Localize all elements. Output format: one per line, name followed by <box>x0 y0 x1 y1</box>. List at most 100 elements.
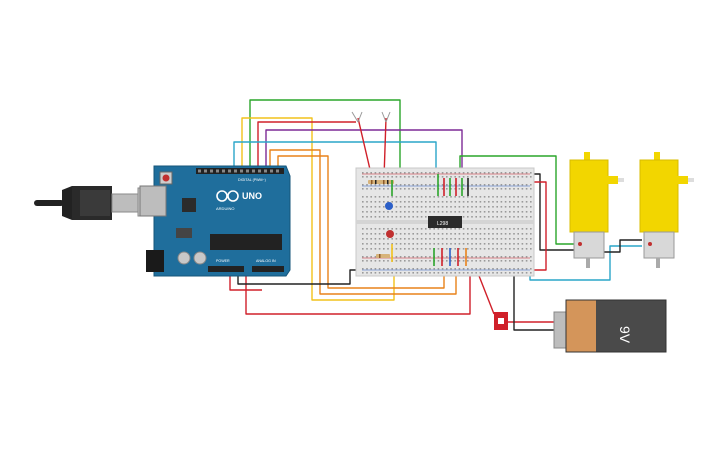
breadboard-hole[interactable] <box>488 248 490 250</box>
breadboard-hole[interactable] <box>420 268 423 270</box>
breadboard-hole[interactable] <box>509 188 511 190</box>
breadboard-hole[interactable] <box>492 201 494 203</box>
breadboard-hole[interactable] <box>412 201 414 203</box>
breadboard-hole[interactable] <box>387 184 389 186</box>
breadboard-hole[interactable] <box>496 272 498 274</box>
breadboard-hole[interactable] <box>374 206 377 208</box>
breadboard-hole[interactable] <box>362 228 364 230</box>
breadboard-hole[interactable] <box>420 272 423 274</box>
breadboard-hole[interactable] <box>509 211 511 213</box>
breadboard-hole[interactable] <box>425 184 427 186</box>
breadboard-hole[interactable] <box>450 233 452 235</box>
breadboard-hole[interactable] <box>383 206 385 208</box>
breadboard-hole[interactable] <box>454 196 456 198</box>
breadboard-hole[interactable] <box>416 176 419 178</box>
breadboard-hole[interactable] <box>433 188 435 190</box>
breadboard-hole[interactable] <box>416 260 419 262</box>
breadboard-hole[interactable] <box>458 238 461 240</box>
breadboard-hole[interactable] <box>496 196 498 198</box>
breadboard-hole[interactable] <box>471 184 473 186</box>
breadboard-hole[interactable] <box>437 172 440 174</box>
breadboard-hole[interactable] <box>500 206 503 208</box>
breadboard-hole[interactable] <box>504 248 507 250</box>
breadboard-hole[interactable] <box>404 243 406 245</box>
breadboard-hole[interactable] <box>509 201 511 203</box>
breadboard-hole[interactable] <box>408 188 410 190</box>
breadboard-hole[interactable] <box>530 184 532 186</box>
breadboard-hole[interactable] <box>525 201 528 203</box>
breadboard-hole[interactable] <box>509 172 511 174</box>
breadboard-hole[interactable] <box>530 238 532 240</box>
breadboard-hole[interactable] <box>383 216 385 218</box>
breadboard-hole[interactable] <box>374 211 377 213</box>
breadboard-hole[interactable] <box>530 176 532 178</box>
breadboard-hole[interactable] <box>416 243 419 245</box>
breadboard-hole[interactable] <box>362 243 364 245</box>
breadboard-hole[interactable] <box>433 233 435 235</box>
breadboard-hole[interactable] <box>370 176 372 178</box>
breadboard-hole[interactable] <box>378 243 381 245</box>
resistor-3[interactable] <box>376 254 390 258</box>
breadboard-hole[interactable] <box>462 256 465 258</box>
breadboard-hole[interactable] <box>462 268 465 270</box>
breadboard-hole[interactable] <box>366 172 368 174</box>
breadboard-hole[interactable] <box>374 184 377 186</box>
breadboard-hole[interactable] <box>521 188 524 190</box>
breadboard-hole[interactable] <box>362 260 364 262</box>
breadboard-hole[interactable] <box>521 176 524 178</box>
breadboard-hole[interactable] <box>525 248 528 250</box>
breadboard-hole[interactable] <box>509 272 511 274</box>
breadboard-hole[interactable] <box>408 238 410 240</box>
breadboard-hole[interactable] <box>521 272 524 274</box>
breadboard-hole[interactable] <box>362 172 364 174</box>
breadboard-hole[interactable] <box>479 243 482 245</box>
breadboard-hole[interactable] <box>517 248 519 250</box>
breadboard-hole[interactable] <box>395 260 398 262</box>
breadboard-hole[interactable] <box>362 272 364 274</box>
breadboard-hole[interactable] <box>462 184 465 186</box>
breadboard-hole[interactable] <box>458 233 461 235</box>
breadboard-hole[interactable] <box>429 260 431 262</box>
breadboard-hole[interactable] <box>496 256 498 258</box>
breadboard-hole[interactable] <box>425 172 427 174</box>
breadboard-hole[interactable] <box>408 216 410 218</box>
breadboard-hole[interactable] <box>462 238 465 240</box>
breadboard-hole[interactable] <box>458 176 461 178</box>
breadboard-hole[interactable] <box>383 268 385 270</box>
breadboard-hole[interactable] <box>454 228 456 230</box>
breadboard-hole[interactable] <box>454 243 456 245</box>
breadboard-hole[interactable] <box>429 238 431 240</box>
breadboard-hole[interactable] <box>420 206 423 208</box>
breadboard-hole[interactable] <box>450 196 452 198</box>
breadboard-hole[interactable] <box>433 228 435 230</box>
breadboard-hole[interactable] <box>521 228 524 230</box>
breadboard-hole[interactable] <box>399 184 402 186</box>
breadboard-hole[interactable] <box>387 248 389 250</box>
breadboard-hole[interactable] <box>404 260 406 262</box>
breadboard-hole[interactable] <box>517 238 519 240</box>
breadboard-hole[interactable] <box>513 216 515 218</box>
breadboard-hole[interactable] <box>374 228 377 230</box>
breadboard-hole[interactable] <box>395 172 398 174</box>
breadboard-hole[interactable] <box>404 184 406 186</box>
breadboard-hole[interactable] <box>479 238 482 240</box>
breadboard-hole[interactable] <box>517 233 519 235</box>
breadboard-hole[interactable] <box>479 176 482 178</box>
wire-cyan-top[interactable] <box>233 141 437 184</box>
breadboard-hole[interactable] <box>362 211 364 213</box>
breadboard-hole[interactable] <box>467 272 469 274</box>
breadboard-hole[interactable] <box>404 256 406 258</box>
breadboard-hole[interactable] <box>387 243 389 245</box>
breadboard-hole[interactable] <box>454 272 456 274</box>
breadboard-hole[interactable] <box>416 206 419 208</box>
breadboard-hole[interactable] <box>450 268 452 270</box>
breadboard-hole[interactable] <box>366 196 368 198</box>
breadboard-hole[interactable] <box>471 233 473 235</box>
breadboard-hole[interactable] <box>433 172 435 174</box>
breadboard-hole[interactable] <box>362 268 364 270</box>
breadboard-hole[interactable] <box>391 238 393 240</box>
breadboard-hole[interactable] <box>425 268 427 270</box>
breadboard-hole[interactable] <box>425 201 427 203</box>
breadboard-hole[interactable] <box>483 211 486 213</box>
